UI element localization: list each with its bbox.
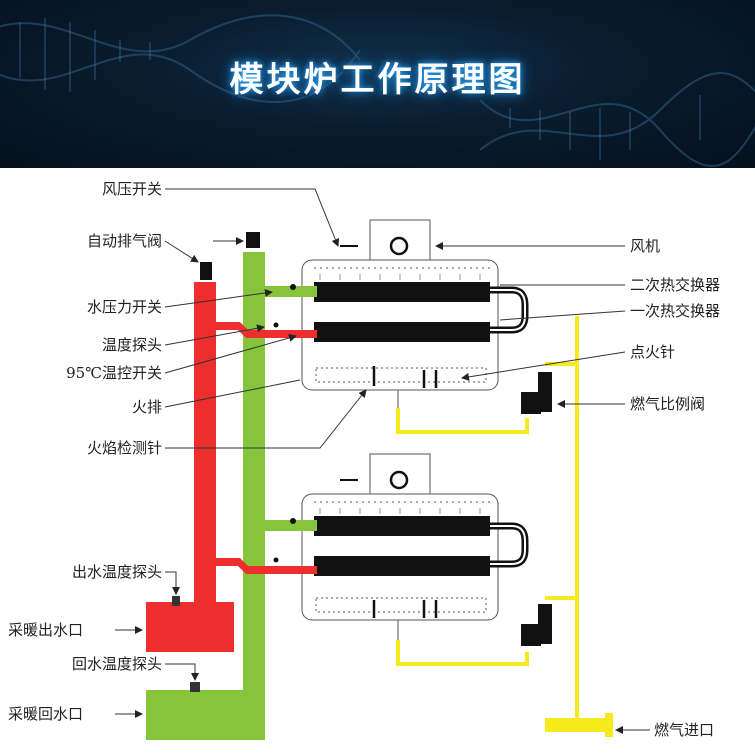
- label-igniter: 点火针: [630, 343, 675, 361]
- label-auto-vent-valve: 自动排气阀: [87, 232, 162, 250]
- lower-fan-icon: [389, 470, 409, 490]
- right-labels: 风机 二次热交换器 一次热交换器 点火针 燃气比例阀 燃气进口: [630, 237, 720, 739]
- label-gas-valve: 燃气比例阀: [630, 395, 705, 413]
- outlet-temp-probe-icon: [172, 596, 180, 606]
- vent-valve-icon: [246, 232, 260, 248]
- label-return-temp-probe: 回水温度探头: [72, 655, 162, 673]
- upper-combustion-chamber: [301, 259, 499, 391]
- upper-heat-exchanger: [314, 282, 529, 342]
- lower-electrodes: [372, 600, 438, 618]
- boiler-schematic: 风压开关 自动排气阀 水压力开关 温度探头 95℃温控开关 火排 火焰检测针 出…: [8, 180, 720, 740]
- label-heating-outlet: 采暖出水口: [8, 621, 83, 639]
- gas-valves: [521, 372, 552, 646]
- upper-electrodes: [372, 366, 438, 388]
- label-flame-detect-needle: 火焰检测针: [87, 439, 162, 457]
- label-thermo-switch-95: 95℃温控开关: [66, 364, 162, 382]
- label-air-pressure-switch: 风压开关: [102, 180, 162, 198]
- upper-burner: [315, 367, 487, 383]
- label-gas-inlet: 燃气进口: [654, 721, 714, 739]
- page-title: 模块炉工作原理图: [229, 60, 526, 100]
- exchanger-fins: [319, 274, 481, 514]
- switch-symbols: [273, 284, 296, 563]
- lower-module: [301, 453, 499, 640]
- lower-combustion-chamber: [301, 493, 499, 621]
- auto-vent-valve-icon: [200, 262, 212, 280]
- gas-inlet-pipe: [545, 718, 611, 732]
- label-burner: 火排: [132, 398, 162, 416]
- label-heating-return: 采暖回水口: [8, 705, 83, 723]
- label-water-pressure-switch: 水压力开关: [87, 298, 162, 316]
- lower-burner: [315, 597, 487, 613]
- return-water-pipe: [146, 252, 317, 740]
- label-outlet-temp-probe: 出水温度探头: [72, 563, 162, 581]
- lower-heat-exchanger: [314, 516, 529, 576]
- label-temp-probe: 温度探头: [102, 336, 162, 354]
- left-labels: 风压开关 自动排气阀 水压力开关 温度探头 95℃温控开关 火排 火焰检测针 出…: [8, 180, 162, 723]
- header-banner: 模块炉工作原理图: [0, 0, 755, 168]
- upper-fan-icon: [389, 236, 409, 256]
- return-temp-probe-icon: [190, 682, 200, 692]
- label-primary-exchanger: 一次热交换器: [630, 302, 720, 320]
- dna-helix-decoration: [0, 14, 755, 168]
- label-secondary-exchanger: 二次热交换器: [630, 276, 720, 294]
- hot-water-pipe: [146, 282, 317, 652]
- label-fan: 风机: [630, 237, 660, 255]
- upper-module: [301, 219, 499, 408]
